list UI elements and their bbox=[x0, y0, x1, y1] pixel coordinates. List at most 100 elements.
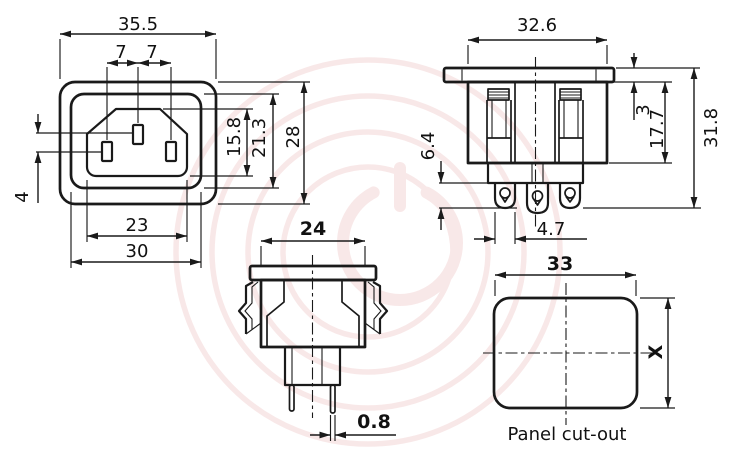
dim-top-flange-thickness-part bbox=[630, 82, 638, 93]
dim-label: 28 bbox=[283, 126, 304, 149]
terminal-tab-earth bbox=[525, 183, 550, 215]
watermark-logo bbox=[173, 57, 563, 447]
snap-wing-left-part bbox=[237, 281, 254, 334]
dim-top-body-depth-part bbox=[661, 82, 669, 93]
dim-front-recess-width-part bbox=[87, 232, 98, 240]
dim-side-body-width-part bbox=[354, 237, 365, 245]
terminal-hole-notch bbox=[565, 196, 575, 203]
dim-front-overall-height-part bbox=[300, 82, 308, 93]
dim-top-overall-depth: 31.8 bbox=[583, 68, 722, 209]
front-inner-body bbox=[69, 92, 203, 190]
dim-label: 24 bbox=[300, 218, 326, 240]
snap-wing-left-part bbox=[245, 322, 262, 335]
dim-top-body-width: 32.6 bbox=[467, 15, 608, 64]
top-view: 32.6 3 17.7 31.8 6.4 bbox=[418, 15, 722, 244]
dim-label: X bbox=[645, 344, 667, 359]
side-body-profile bbox=[266, 280, 285, 347]
top-flange bbox=[442, 66, 616, 84]
terminal-tab-earth-part bbox=[525, 183, 550, 215]
dim-front-body-width-part bbox=[190, 258, 201, 266]
panel-cutout-view: 33 X Panel cut-out bbox=[483, 253, 675, 445]
dim-label: 4 bbox=[12, 191, 33, 202]
dim-label: 33 bbox=[547, 253, 573, 275]
dim-cutout-width-part bbox=[625, 271, 636, 279]
terminal-hole bbox=[531, 190, 544, 202]
dim-front-recess-width-part bbox=[176, 232, 187, 240]
dim-top-body-depth: 17.7 bbox=[609, 82, 672, 164]
dim-label: 32.6 bbox=[517, 15, 557, 36]
dim-label: 6.4 bbox=[418, 132, 439, 161]
top-view-shape bbox=[442, 57, 616, 228]
snap-wing-left-part bbox=[244, 281, 259, 330]
dim-top-terminal-length: 6.4 bbox=[418, 132, 517, 230]
front-pin-neutral bbox=[164, 140, 178, 163]
side-pin-right bbox=[329, 384, 336, 414]
front-pin-earth bbox=[131, 123, 145, 146]
dim-label: 4.7 bbox=[537, 219, 566, 240]
dim-label: 0.8 bbox=[357, 411, 391, 433]
dim-top-flange-thickness: 3 bbox=[609, 53, 700, 120]
dim-front-pin-pitch-part bbox=[127, 59, 138, 67]
dim-label: 35.5 bbox=[118, 14, 158, 35]
front-view: 35.5 7 7 4 15.8 21.3 bbox=[12, 14, 310, 268]
dim-cutout-width: 33 bbox=[494, 253, 637, 296]
dim-top-overall-depth-part bbox=[690, 197, 698, 208]
terminal-hole bbox=[499, 187, 511, 199]
dim-label: 30 bbox=[126, 241, 149, 262]
terminal-hole bbox=[564, 187, 576, 199]
dim-front-earth-pin-offset-part bbox=[34, 122, 42, 133]
dim-cutout-height: X bbox=[640, 297, 675, 409]
terminal-hole-notch bbox=[500, 196, 510, 203]
snap-latch-left bbox=[486, 88, 512, 163]
front-pin-live bbox=[100, 140, 114, 163]
front-socket-recess bbox=[85, 107, 189, 178]
dim-front-overall-width: 35.5 bbox=[59, 14, 217, 79]
watermark-ring bbox=[209, 93, 527, 411]
dim-label: 15.8 bbox=[224, 117, 245, 157]
dim-front-earth-pin-offset: 4 bbox=[12, 114, 132, 203]
terminal-tab-right bbox=[558, 183, 582, 210]
snap-wing-right-part bbox=[364, 322, 381, 335]
dim-front-body-width-part bbox=[71, 258, 82, 266]
dim-top-terminal-width: 4.7 bbox=[474, 212, 587, 244]
dim-top-overall-depth-part bbox=[690, 68, 698, 79]
dim-front-recess-height: 15.8 bbox=[163, 108, 253, 177]
dim-side-pin-thickness-part bbox=[335, 431, 346, 439]
dim-front-body-height-part bbox=[269, 94, 277, 105]
dim-front-overall-height: 28 bbox=[218, 81, 310, 205]
dim-top-flange-thickness-part bbox=[630, 57, 638, 68]
dim-label: 23 bbox=[126, 215, 149, 236]
dim-front-pin-pitch-part bbox=[160, 59, 171, 67]
snap-wing-right-part bbox=[372, 281, 389, 334]
dim-label: 7 bbox=[115, 42, 126, 63]
dim-front-body-height: 21.3 bbox=[204, 93, 279, 189]
dim-side-body-width-part bbox=[261, 237, 272, 245]
dim-front-overall-width-part bbox=[205, 30, 216, 38]
dim-label: 3 bbox=[633, 104, 654, 115]
dim-side-body-width: 24 bbox=[260, 218, 366, 265]
dim-front-recess-height-part bbox=[243, 165, 251, 176]
side-body-profile bbox=[341, 280, 360, 347]
front-view-shape bbox=[58, 80, 218, 206]
dim-front-pin-pitch: 7 7 bbox=[106, 42, 172, 140]
dim-front-body-width: 30 bbox=[70, 192, 202, 268]
dim-top-body-width-part bbox=[468, 36, 479, 44]
dim-front-overall-width-part bbox=[60, 30, 71, 38]
snap-wing-right-part bbox=[367, 281, 382, 330]
dim-label: 31.8 bbox=[701, 108, 722, 148]
dim-label: 17.7 bbox=[647, 109, 668, 149]
dim-top-terminal-length-part bbox=[437, 172, 445, 183]
watermark-ring bbox=[280, 164, 456, 340]
dim-side-pin-thickness: 0.8 bbox=[310, 411, 396, 441]
dim-cutout-height-part bbox=[664, 298, 672, 309]
side-view: 24 0.8 bbox=[237, 218, 396, 441]
side-pin-left bbox=[288, 384, 295, 412]
snap-wing-left bbox=[237, 281, 262, 335]
terminal-tab-right-part bbox=[558, 183, 582, 210]
power-icon bbox=[337, 180, 463, 306]
dim-label: 7 bbox=[146, 42, 157, 63]
snap-latch-right bbox=[558, 88, 584, 163]
dim-cutout-width-part bbox=[495, 271, 506, 279]
dim-label: 21.3 bbox=[249, 118, 270, 158]
dim-front-recess-width: 23 bbox=[86, 180, 188, 242]
